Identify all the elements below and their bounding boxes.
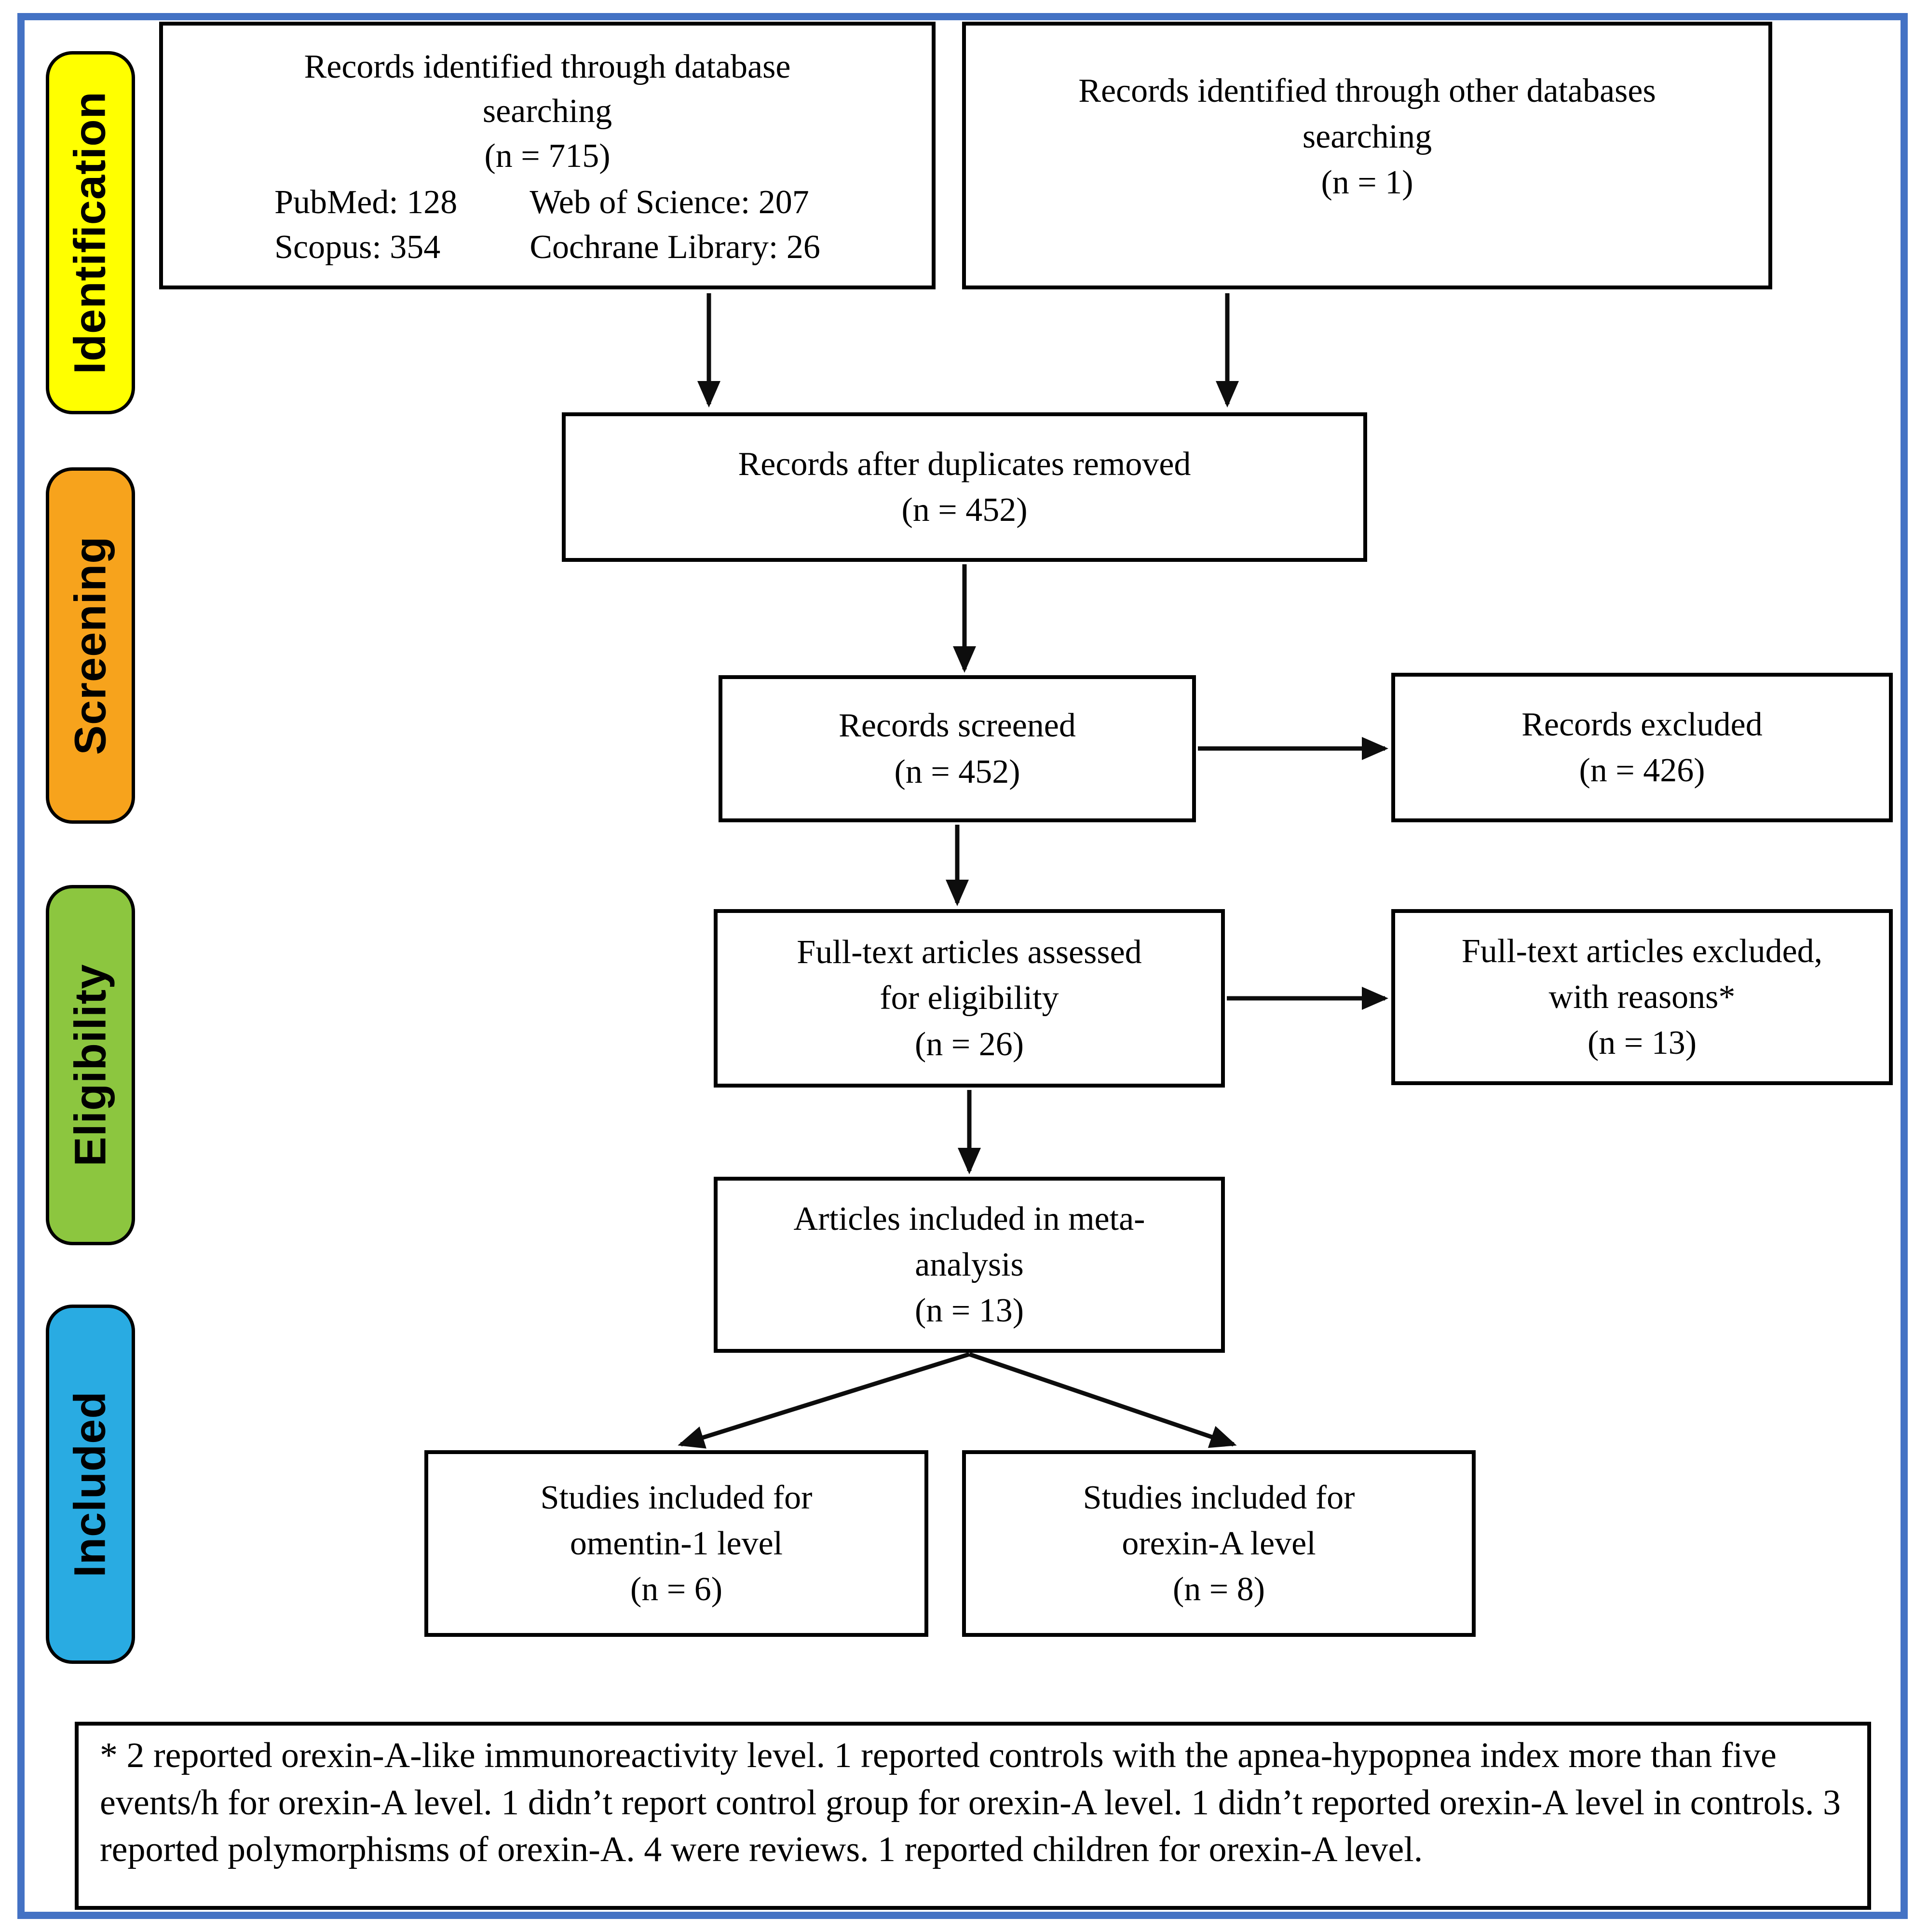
box-line: Records after duplicates removed: [738, 445, 1191, 483]
box-line: Full-text articles excluded,: [1461, 932, 1823, 970]
box-meta-analysis: Articles included in meta- analysis (n =…: [714, 1177, 1225, 1353]
source-cochrane: Cochrane Library: 26: [530, 228, 820, 266]
box-line: with reasons*: [1548, 978, 1736, 1016]
box-line: Records screened: [839, 707, 1076, 745]
stage-screening-label: Screening: [66, 536, 115, 755]
box-records-other-databases: Records identified through other databas…: [962, 22, 1772, 289]
footnote-box: * 2 reported orexin-A-like immunoreactiv…: [75, 1722, 1871, 1910]
stage-eligibility: Eligibility: [46, 885, 135, 1245]
box-omentin-studies: Studies included for omentin-1 level (n …: [424, 1450, 928, 1637]
box-duplicates-removed: Records after duplicates removed (n = 45…: [562, 412, 1367, 562]
box-line: Records identified through database: [304, 48, 791, 85]
box-line: (n = 426): [1579, 752, 1705, 789]
box-line: (n = 13): [914, 1292, 1024, 1330]
stage-eligibility-label: Eligibility: [66, 964, 115, 1167]
database-source-counts: PubMed: 128 Web of Science: 207 Scopus: …: [274, 180, 820, 270]
stage-included: Included: [46, 1305, 135, 1664]
box-line: Articles included in meta-: [793, 1200, 1145, 1238]
box-line: (n = 26): [914, 1025, 1024, 1063]
box-line: (n = 452): [901, 491, 1028, 529]
box-fulltext-excluded: Full-text articles excluded, with reason…: [1391, 909, 1893, 1085]
stage-screening: Screening: [46, 467, 135, 824]
stage-identification: Identification: [46, 51, 135, 414]
box-line: (n = 715): [484, 137, 611, 175]
box-orexin-studies: Studies included for orexin-A level (n =…: [962, 1450, 1476, 1637]
box-line: Records excluded: [1521, 706, 1763, 743]
source-pubmed: PubMed: 128: [274, 184, 458, 221]
box-line: analysis: [915, 1246, 1024, 1283]
box-line: omentin-1 level: [570, 1524, 783, 1562]
box-line: Studies included for: [540, 1479, 813, 1516]
box-line: (n = 1): [1321, 164, 1413, 202]
box-line: Studies included for: [1083, 1479, 1355, 1516]
box-line: searching: [1302, 118, 1432, 156]
box-line: Records identified through other databas…: [1078, 72, 1656, 109]
box-line: (n = 13): [1587, 1024, 1697, 1062]
box-line: Full-text articles assessed: [797, 934, 1142, 971]
box-line: (n = 8): [1172, 1571, 1265, 1608]
box-records-screened: Records screened (n = 452): [719, 675, 1196, 822]
box-line: (n = 6): [630, 1571, 723, 1608]
footnote-text: * 2 reported orexin-A-like immunoreactiv…: [100, 1736, 1841, 1870]
source-scopus: Scopus: 354: [274, 228, 441, 266]
stage-identification-label: Identification: [66, 91, 115, 374]
box-line: (n = 452): [894, 753, 1020, 790]
box-line: orexin-A level: [1122, 1524, 1316, 1562]
box-line: searching: [482, 93, 612, 130]
box-fulltext-assessed: Full-text articles assessed for eligibil…: [714, 909, 1225, 1088]
box-records-database-search: Records identified through database sear…: [159, 22, 936, 289]
stage-included-label: Included: [66, 1391, 115, 1578]
box-records-excluded: Records excluded (n = 426): [1391, 673, 1893, 822]
source-web-of-science: Web of Science: 207: [530, 184, 809, 221]
box-line: for eligibility: [880, 980, 1059, 1017]
